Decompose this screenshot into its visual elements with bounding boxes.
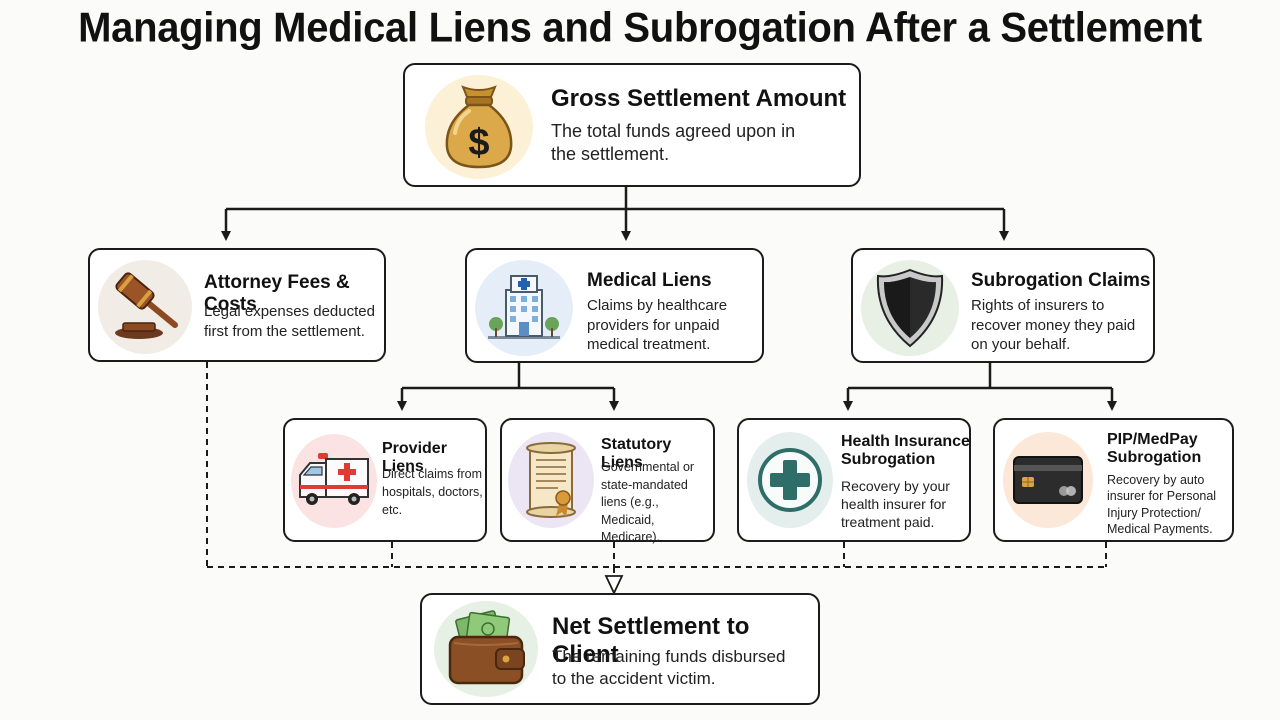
health-insurance-subrogation-box: Health Insurance Subrogation Recovery by… [737,418,971,542]
net-settlement-box: Net Settlement to Client The remaining f… [420,593,820,705]
medical-cross-icon [747,432,833,528]
dashed-deduction-connector [206,362,1107,582]
net-arrowhead [604,575,624,596]
gross-settlement-box: $ Gross Settlement Amount The total fund… [403,63,861,187]
gross-settlement-description: The total funds agreed upon in the settl… [551,121,796,165]
net-settlement-description: The remaining funds disbursed to the acc… [552,647,786,689]
statutory-liens-box: Statutory Liens Governmental or state-ma… [500,418,715,544]
medical-liens-box: Medical Liens Claims by healthcare provi… [465,248,764,363]
attorney-fees-title: Attorney Fees & Costs [204,272,350,315]
svg-text:$: $ [468,122,489,164]
health-insurance-subrogation-title: Health Insurance Subrogation [841,433,970,469]
subrogation-claims-description: Rights of insurers to recover money they… [971,297,1136,353]
gross-settlement-title: Gross Settlement Amount [551,85,847,112]
statutory-liens-description: Governmental or state-mandated liens (e.… [601,460,695,544]
subrogation-claims-title: Subrogation Claims [971,270,1151,291]
money-bag-icon: $ [425,75,533,179]
provider-liens-box: Provider Liens Direct claims from hospit… [283,418,487,542]
medical-branch-connector [397,363,619,411]
medical-liens-description: Claims by healthcare providers for unpai… [587,297,728,353]
credit-card-icon [1003,432,1093,528]
subrogation-branch-connector [843,363,1117,411]
shield-icon [861,260,959,356]
medical-liens-title: Medical Liens [587,270,712,291]
page-title: Managing Medical Liens and Subrogation A… [78,4,1202,52]
wallet-icon [434,601,538,697]
attorney-fees-description: Legal expenses deducted first from the s… [204,303,375,340]
pip-medpay-subrogation-box: PIP/MedPay Subrogation Recovery by auto … [993,418,1234,542]
provider-liens-title: Provider Liens [382,440,447,476]
scroll-icon [508,432,594,528]
ambulance-icon [291,434,377,528]
provider-liens-description: Direct claims from hospitals, doctors, e… [382,467,483,518]
attorney-fees-box: Attorney Fees & Costs Legal expenses ded… [88,248,386,362]
subrogation-claims-box: Subrogation Claims Rights of insurers to… [851,248,1155,363]
pip-medpay-subrogation-description: Recovery by auto insurer for Personal In… [1107,473,1217,536]
pip-medpay-subrogation-title: PIP/MedPay Subrogation [1107,431,1202,467]
statutory-liens-title: Statutory Liens [601,436,672,472]
health-insurance-subrogation-description: Recovery by your health insurer for trea… [841,478,950,531]
net-settlement-title: Net Settlement to Client [552,613,750,668]
gross-branch-connector [221,187,1009,241]
hospital-icon [475,260,573,356]
gavel-icon [98,260,192,354]
